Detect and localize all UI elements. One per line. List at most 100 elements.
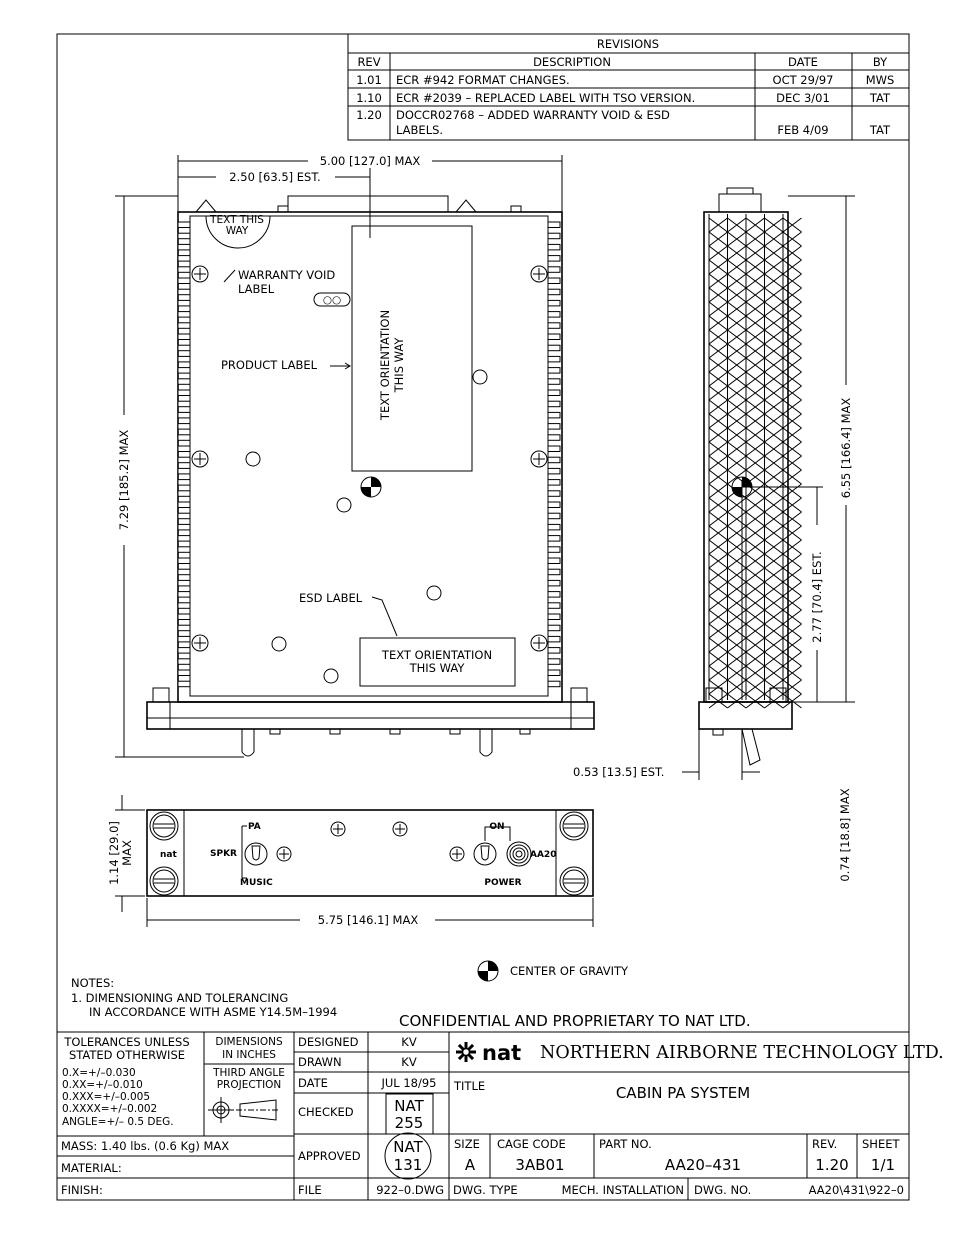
note-1: 1. DIMENSIONING AND TOLERANCING [71,991,288,1005]
height-dimension: 7.29 [185.2] MAX [117,430,131,531]
pa-label: PA [248,822,261,832]
size-label: SIZE [454,1137,480,1151]
center-of-gravity-top [360,476,382,498]
description-column-header: DESCRIPTION [533,55,611,69]
company-name: NORTHERN AIRBORNE TECHNOLOGY LTD. [540,1043,944,1063]
vertical-text-orientation-2: THIS WAY [392,337,406,394]
finish-label: FINISH: [61,1183,103,1197]
by-cell: TAT [869,91,891,105]
top-est-dimension: 2.50 [63.5] EST. [229,170,320,184]
panel-height-dimension: 1.14 [29.0] [107,821,121,885]
drawing-type-value: MECH. INSTALLATION [562,1183,684,1197]
mass-value: 1.40 lbs. (0.6 Kg) MAX [101,1139,229,1153]
revisions-header: REVISIONS [597,37,659,51]
dimensions-unit-2: IN INCHES [222,1049,276,1061]
tolerance-x: 0.X=+/–0.030 [62,1067,136,1079]
tolerance-xxxx: 0.XXXX=+/–0.002 [62,1103,157,1115]
text-this-way-label-2: WAY [226,225,249,237]
panel-screw-icon [149,811,179,841]
file-label: FILE [298,1183,322,1197]
cage-code-label: CAGE CODE [497,1137,566,1151]
power-toggle-switch[interactable] [473,842,497,866]
drawn-value: KV [401,1055,417,1069]
top-width-dimension: 5.00 [127.0] MAX [320,154,421,168]
by-column-header: BY [873,55,888,69]
date-cell: DEC 3/01 [776,91,830,105]
text-direction-marker [205,215,271,249]
designed-value: KV [401,1035,417,1049]
screw-icon [449,846,465,862]
date-label: DATE [298,1076,328,1090]
approved-stamp-text: NAT [393,1138,423,1156]
panel-logo: nat [160,850,177,860]
title-block: TOLERANCES UNLESS STATED OTHERWISE 0.X=+… [57,1031,944,1200]
side-offset-dimension: 0.53 [13.5] EST. [573,765,664,779]
by-cell: TAT [869,123,891,137]
rev-column-header: REV [357,55,380,69]
dimensions-unit: DIMENSIONS [215,1036,283,1048]
pa-music-toggle-switch[interactable] [244,842,268,866]
panel-screw-icon [149,866,179,896]
screw-icon [530,265,548,283]
unit-housing [177,211,563,703]
panel-width-dimension: 5.75 [146.1] MAX [318,913,419,927]
center-of-gravity-legend-icon [477,960,499,982]
designed-label: DESIGNED [298,1035,359,1049]
screw-icon [392,821,408,837]
warranty-void-label-2: LABEL [238,282,275,296]
power-label: POWER [484,878,521,888]
checked-stamp [385,1093,434,1135]
volume-knob[interactable] [506,841,532,867]
side-cg-dimension: 2.77 [70.4] EST. [810,551,824,642]
center-of-gravity-label: CENTER OF GRAVITY [510,964,629,978]
warranty-void-seal-mark: ○○ [323,294,341,306]
drawn-label: DRAWN [298,1055,342,1069]
size-value: A [465,1156,476,1174]
spkr-label: SPKR [210,849,237,859]
note-1-continued: IN ACCORDANCE WITH ASME Y14.5M–1994 [89,1005,337,1019]
heatsink-fins-left [177,221,191,688]
screw-icon [191,634,209,652]
rev-cell: 1.20 [356,108,382,122]
revisions-table: REVISIONS REV DESCRIPTION DATE BY 1.01 E… [347,33,910,141]
text-this-way-label: TEXT THIS [209,214,264,226]
sheet-label: SHEET [862,1137,900,1151]
tolerance-angle: ANGLE=+/– 0.5 DEG. [62,1116,174,1128]
horizontal-text-orientation: TEXT ORIENTATION [381,648,492,662]
drawing-number-label: DWG. NO. [694,1183,751,1197]
screw-icon [276,846,292,862]
date-cell: OCT 29/97 [773,73,834,87]
warranty-void-seal [313,292,351,307]
checked-stamp-text-2: 255 [395,1114,424,1132]
rev-cell: 1.01 [356,73,382,87]
screw-icon [191,450,209,468]
on-label: ON [489,822,504,832]
screw-icon [191,265,209,283]
tolerances-heading-2: STATED OTHERWISE [69,1048,185,1062]
revision-value: 1.20 [815,1156,848,1174]
tolerance-xx: 0.XX=+/–0.010 [62,1079,143,1091]
third-angle-projection-icon [208,1097,280,1123]
screw-icon [530,450,548,468]
company-logo-text: nat [482,1041,521,1065]
horizontal-text-orientation-2: THIS WAY [409,661,466,675]
rev-cell: 1.10 [356,91,382,105]
vertical-text-orientation: TEXT ORIENTATION [378,310,392,421]
drawing-type-label: DWG. TYPE [453,1183,518,1197]
description-cell: DOCCR02768 – ADDED WARRANTY VOID & ESD [396,108,670,122]
title-label: TITLE [453,1079,485,1093]
revision-label: REV. [812,1137,837,1151]
esd-label-area [359,637,516,687]
front-panel [146,809,594,897]
mass-label: MASS: [61,1139,97,1153]
heatsink-fins-right [547,221,561,688]
part-number-value: AA20–431 [665,1156,741,1174]
description-cell-continued: LABELS. [396,123,443,137]
material-label: MATERIAL: [61,1161,122,1175]
screw-icon [330,821,346,837]
approved-stamp [384,1132,432,1180]
cage-code-value: 3AB01 [515,1156,564,1174]
description-cell: ECR #942 FORMAT CHANGES. [396,73,570,87]
music-label: MUSIC [240,878,273,888]
